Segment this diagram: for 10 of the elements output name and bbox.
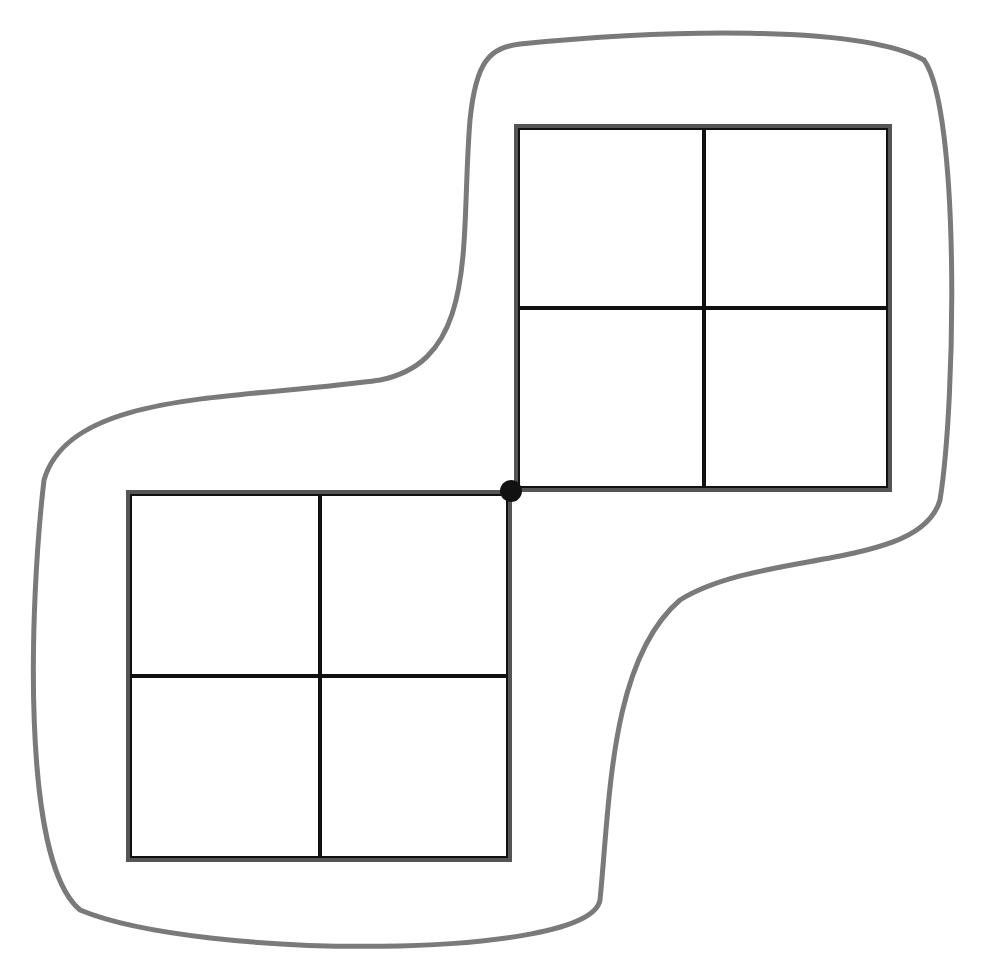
grid-square [703, 128, 888, 308]
grid-square [130, 494, 319, 676]
grid-square [319, 676, 508, 858]
square-grid [126, 490, 512, 862]
grid-square [130, 676, 319, 858]
grid-square [518, 128, 703, 308]
grid-square [518, 308, 703, 488]
square-grid [514, 124, 892, 492]
grid-square [703, 308, 888, 488]
grid-square [319, 494, 508, 676]
